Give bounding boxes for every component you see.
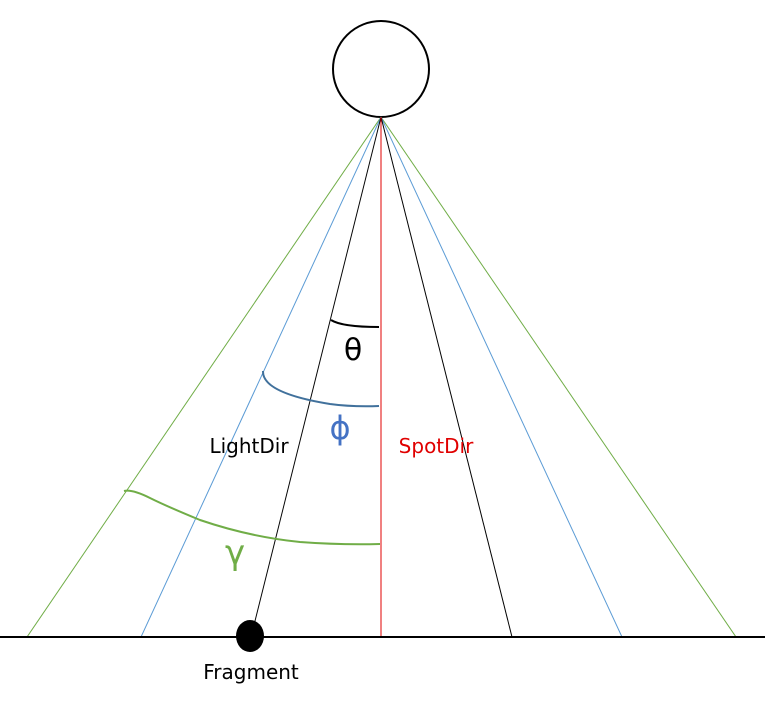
- fragment-point: [236, 620, 264, 652]
- spot-dir-label: SpotDir: [399, 434, 474, 458]
- gamma-label: γ: [225, 533, 245, 573]
- theta-label: θ: [344, 333, 362, 368]
- light-source: [332, 20, 430, 118]
- light-dir-label: LightDir: [209, 434, 289, 458]
- phi-label: ϕ: [329, 409, 350, 447]
- inner-cone-edge-right: [380, 116, 623, 638]
- outer-cone-edge-left: [26, 116, 382, 638]
- fragment-label: Fragment: [203, 660, 299, 684]
- gamma-arc: [123, 489, 381, 546]
- light-dir-line: [250, 116, 382, 638]
- inner-cone-edge-left: [140, 116, 382, 638]
- mirror-dir-line: [380, 116, 513, 638]
- outer-cone-edge-right: [380, 116, 737, 638]
- phi-arc: [261, 370, 380, 408]
- theta-arc: [330, 319, 380, 328]
